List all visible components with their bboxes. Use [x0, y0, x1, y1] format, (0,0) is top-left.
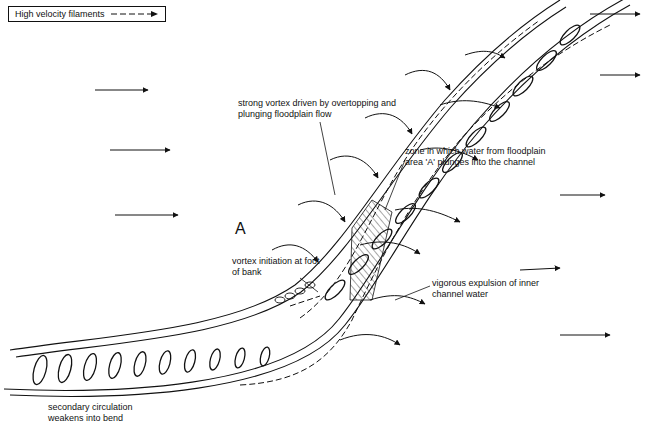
vortex-loop [393, 201, 418, 226]
vortex-loop [56, 353, 75, 384]
vortex-loop [487, 99, 512, 124]
vortex-loop [416, 175, 441, 200]
velocity-filaments [240, 20, 610, 385]
vortex-loop [132, 350, 149, 377]
channel-banks [4, 0, 630, 396]
vortex-helix [30, 22, 582, 386]
annotation: vigorous expulsion of inner channel wate… [432, 278, 542, 300]
legend-sample [111, 10, 159, 18]
legend-box: High velocity filaments [8, 6, 166, 22]
annotation: zone in which water from floodplain area… [405, 146, 565, 168]
flow-arrows [95, 14, 640, 345]
vortex-loop [233, 347, 247, 369]
vortex-loop [557, 22, 582, 47]
vortex-loop [369, 226, 394, 251]
annotation: secondary circulation weakens into bend [48, 402, 163, 424]
vortex-loop [534, 48, 559, 73]
plunging-zone [350, 200, 392, 300]
area-letter: A [235, 220, 255, 238]
vortex-loop [30, 354, 49, 386]
vortex-loop [208, 348, 222, 371]
annotation: strong vortex driven by overtopping and … [238, 98, 413, 120]
legend-text: High velocity filaments [15, 9, 105, 19]
vortex-initiation-dashes [275, 282, 315, 303]
vortex-loop [81, 352, 99, 382]
vortex-loop [182, 349, 197, 374]
vortex-loop [510, 73, 535, 98]
vortex-loop [322, 277, 347, 302]
annotation: vortex initiation at foot of bank [232, 256, 324, 278]
vortex-loop [346, 252, 371, 277]
vortex-loop [258, 346, 271, 367]
vortex-loop [106, 351, 123, 379]
vortex-loop [157, 350, 173, 376]
vortex-loop [463, 124, 488, 149]
